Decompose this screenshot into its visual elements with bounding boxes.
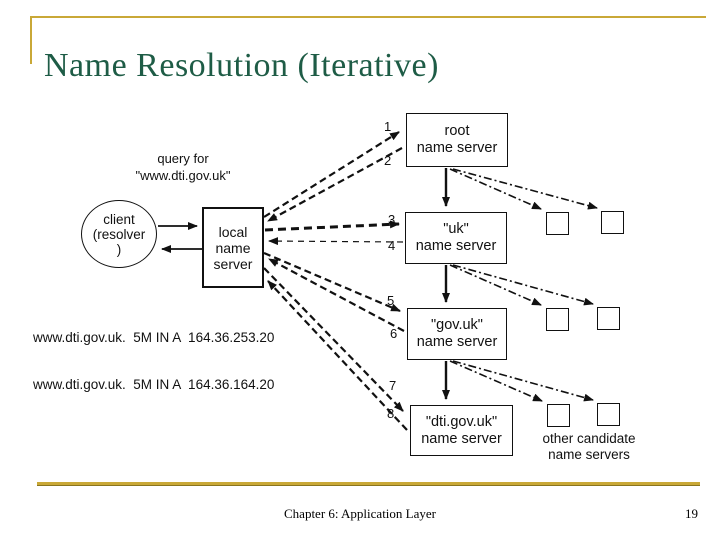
referral-root-to-candidate-1 bbox=[449, 168, 542, 210]
arrow-step-2-referral-from-root bbox=[267, 147, 403, 222]
uk-name-server-node: "uk" name server bbox=[405, 212, 507, 264]
uk-ns-line1: "uk" bbox=[443, 221, 469, 237]
local-ns-line2: name bbox=[215, 239, 251, 256]
candidate-server-square bbox=[597, 403, 620, 426]
client-node: client (resolver ) bbox=[81, 200, 157, 268]
top-gold-border bbox=[30, 16, 706, 18]
referral-gov-to-candidate-2 bbox=[452, 360, 594, 402]
client-label-line3: ) bbox=[116, 241, 122, 257]
referral-gov-to-candidate-1 bbox=[449, 360, 543, 402]
step-number-8: 8 bbox=[387, 406, 395, 421]
referral-uk-to-candidate-2 bbox=[452, 264, 594, 306]
other-candidates-line2: name servers bbox=[548, 447, 630, 462]
other-candidates-line1: other candidate bbox=[542, 431, 636, 446]
query-label: query for "www.dti.gov.uk" bbox=[100, 150, 266, 184]
referral-uk-to-candidate-1 bbox=[449, 264, 542, 306]
arrow-step-4-referral-from-uk bbox=[268, 237, 404, 246]
candidate-server-square bbox=[597, 307, 620, 330]
candidate-server-square bbox=[547, 404, 570, 427]
step-number-2: 2 bbox=[384, 153, 392, 168]
left-gold-border bbox=[30, 16, 32, 64]
gov-uk-ns-line2: name server bbox=[416, 334, 498, 350]
page-title: Name Resolution (Iterative) bbox=[44, 46, 439, 84]
query-label-line2: "www.dti.gov.uk" bbox=[135, 168, 231, 183]
dti-gov-uk-name-server-node: "dti.gov.uk" name server bbox=[410, 405, 513, 456]
step-number-6: 6 bbox=[390, 326, 398, 341]
client-label-line1: client bbox=[103, 211, 135, 227]
arrow-step-1-query-root bbox=[263, 131, 400, 218]
candidate-server-square bbox=[546, 308, 569, 331]
step-number-3: 3 bbox=[388, 212, 396, 227]
arrow-step-5-query-gov bbox=[263, 251, 401, 313]
root-ns-line1: root bbox=[444, 123, 470, 139]
step-number-5: 5 bbox=[387, 293, 395, 308]
client-label-line2: (resolver bbox=[92, 226, 146, 242]
footer-divider bbox=[37, 482, 700, 486]
gov-uk-name-server-node: "gov.uk" name server bbox=[407, 308, 507, 360]
dns-record-line: www.dti.gov.uk. 5M IN A 164.36.253.20 bbox=[33, 330, 275, 345]
step-number-1: 1 bbox=[384, 119, 392, 134]
root-ns-line2: name server bbox=[416, 140, 498, 156]
arrow-step-7-query-dti bbox=[263, 267, 404, 412]
dti-gov-uk-ns-line2: name server bbox=[421, 430, 502, 447]
arrow-step-6-referral-from-gov bbox=[268, 258, 405, 332]
local-ns-line1: local bbox=[218, 223, 248, 240]
footer-page-number: 19 bbox=[685, 506, 698, 521]
query-label-line1: query for bbox=[157, 151, 209, 166]
dti-gov-uk-ns-line1: "dti.gov.uk" bbox=[425, 413, 498, 430]
gov-uk-ns-line1: "gov.uk" bbox=[431, 317, 483, 333]
dns-record-line: www.dti.gov.uk. 5M IN A 164.36.164.20 bbox=[33, 376, 275, 392]
candidate-server-square bbox=[601, 211, 624, 234]
uk-ns-line2: name server bbox=[415, 238, 497, 254]
referral-root-to-candidate-2 bbox=[452, 168, 598, 210]
dns-records: www.dti.gov.uk. 5M IN A 164.36.253.20 ww… bbox=[33, 299, 274, 423]
root-name-server-node: root name server bbox=[406, 113, 508, 167]
arrow-step-3-query-uk bbox=[264, 220, 400, 232]
candidate-server-square bbox=[546, 212, 569, 235]
step-number-7: 7 bbox=[389, 378, 397, 393]
local-ns-line3: server bbox=[213, 255, 253, 272]
footer-chapter: Chapter 6: Application Layer bbox=[284, 506, 436, 521]
local-name-server-node: local name server bbox=[202, 207, 264, 288]
step-number-4: 4 bbox=[388, 238, 396, 253]
other-candidates-label: other candidate name servers bbox=[524, 431, 654, 463]
